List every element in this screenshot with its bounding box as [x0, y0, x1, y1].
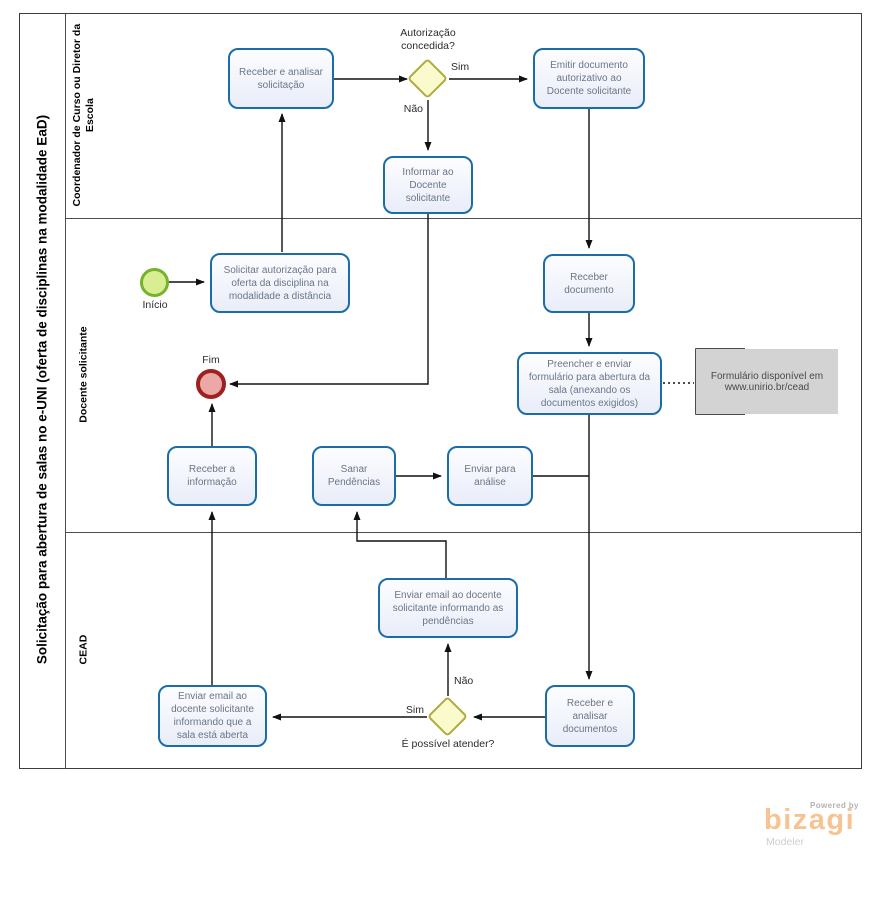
- pool-border: [19, 13, 862, 769]
- task-sanar-pendencias[interactable]: Sanar Pendências: [312, 446, 396, 506]
- end-event-label: Fim: [202, 354, 220, 366]
- lane-divider-1: [66, 218, 862, 219]
- task-receber-e-analisar-solicitacao[interactable]: Receber e analisar solicitação: [228, 48, 334, 109]
- pool-title-divider: [65, 13, 66, 769]
- pool-title: Solicitação para abertura de salas no e-…: [34, 114, 50, 665]
- bizagi-logo: Powered by bizagi Modeler: [758, 796, 870, 854]
- flow-label-nao-atender: Não: [454, 675, 474, 687]
- bizagi-wordmark: bizagi: [764, 804, 856, 836]
- end-event[interactable]: [196, 369, 226, 399]
- start-event-label: Início: [142, 299, 168, 311]
- flow-label-sim-autorizacao: Sim: [451, 61, 470, 73]
- lane-label-coordenador: Coordenador de Curso ou Diretor da Escol…: [70, 23, 96, 207]
- modeler-label: Modeler: [766, 836, 804, 848]
- task-enviar-email-sala-aberta[interactable]: Enviar email ao docente solicitante info…: [158, 685, 267, 747]
- flow-label-nao-autorizacao: Não: [403, 103, 423, 115]
- lane-label-docente: Docente solicitante: [77, 326, 90, 423]
- task-receber-informacao[interactable]: Receber a informação: [167, 446, 257, 506]
- flow-label-sim-atender: Sim: [405, 704, 424, 716]
- gateway-possivel-atender-question: É possível atender?: [401, 738, 495, 750]
- task-informar-docente[interactable]: Informar ao Docente solicitante: [383, 156, 473, 214]
- task-preencher-enviar-formulario[interactable]: Preencher e enviar formulário para abert…: [517, 352, 662, 415]
- start-event[interactable]: [140, 268, 169, 297]
- text-annotation-formulario[interactable]: Formulário disponível em www.unirio.br/c…: [696, 349, 838, 414]
- task-emitir-documento[interactable]: Emitir documento autorizativo ao Docente…: [533, 48, 645, 109]
- task-enviar-email-pendencias[interactable]: Enviar email ao docente solicitante info…: [378, 578, 518, 638]
- task-receber-analisar-documentos[interactable]: Receber e analisar documentos: [545, 685, 635, 747]
- powered-by-label: Powered by: [810, 801, 859, 810]
- gateway-autorizacao-question: Autorização concedida?: [400, 27, 456, 52]
- lane-label-cead: CEAD: [77, 634, 90, 665]
- lane-divider-2: [66, 532, 862, 533]
- task-receber-documento[interactable]: Receber documento: [543, 254, 635, 313]
- task-solicitar-autorizacao[interactable]: Solicitar autorização para oferta da dis…: [210, 253, 350, 313]
- task-enviar-para-analise[interactable]: Enviar para análise: [447, 446, 533, 506]
